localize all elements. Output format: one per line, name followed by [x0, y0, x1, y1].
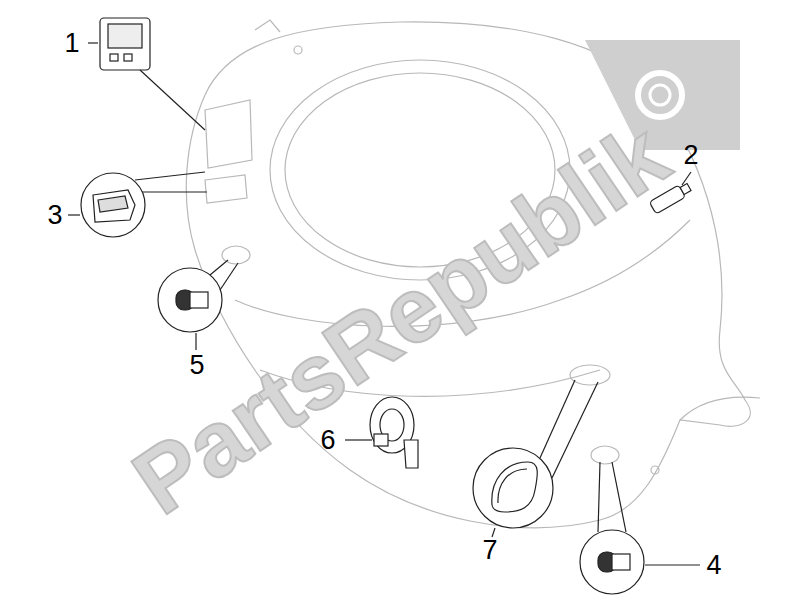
leader-line [140, 70, 205, 130]
button-body [612, 554, 630, 570]
button-body [190, 292, 208, 308]
switch-recess [205, 175, 247, 203]
callout-number: 6 [320, 427, 335, 454]
cover-cap-edge [498, 469, 527, 503]
callout-number: 7 [482, 537, 497, 564]
cover-cap-icon [492, 462, 537, 512]
leader-line [135, 172, 205, 180]
callout-number: 4 [706, 552, 721, 579]
leader-line [220, 263, 238, 290]
part-circle [81, 173, 145, 237]
leader-line [598, 462, 600, 532]
part-circle [580, 530, 644, 594]
display-button [110, 54, 118, 61]
button-hole [591, 446, 619, 464]
callout-number: 1 [64, 30, 79, 57]
leader-line [540, 380, 575, 458]
leader-line [88, 42, 98, 43]
lever-mount [680, 397, 760, 420]
display-recess [205, 100, 252, 168]
callout-number: 5 [189, 352, 204, 379]
cover-tab [255, 20, 280, 32]
callout-number: 2 [683, 142, 698, 169]
display-screen [108, 24, 142, 48]
switch-icon [93, 190, 135, 222]
leader-line [612, 462, 626, 532]
part-circle [473, 448, 553, 528]
leader-line [142, 191, 207, 192]
part-circle [158, 268, 222, 332]
screw-hole [294, 46, 302, 54]
leader-line [195, 333, 196, 350]
horn-icon [370, 397, 418, 468]
leader-line [210, 260, 228, 275]
switch-rocker [98, 196, 128, 212]
leader-line [682, 172, 691, 185]
leader-line [345, 439, 372, 440]
leader-line [552, 382, 598, 478]
display-button [124, 54, 132, 61]
callout-number: 3 [47, 202, 62, 229]
switch-recess [570, 365, 610, 385]
display-unit-icon [100, 18, 150, 70]
leader-line [68, 214, 80, 215]
screw-hole [651, 466, 659, 474]
leader-line [645, 564, 700, 565]
